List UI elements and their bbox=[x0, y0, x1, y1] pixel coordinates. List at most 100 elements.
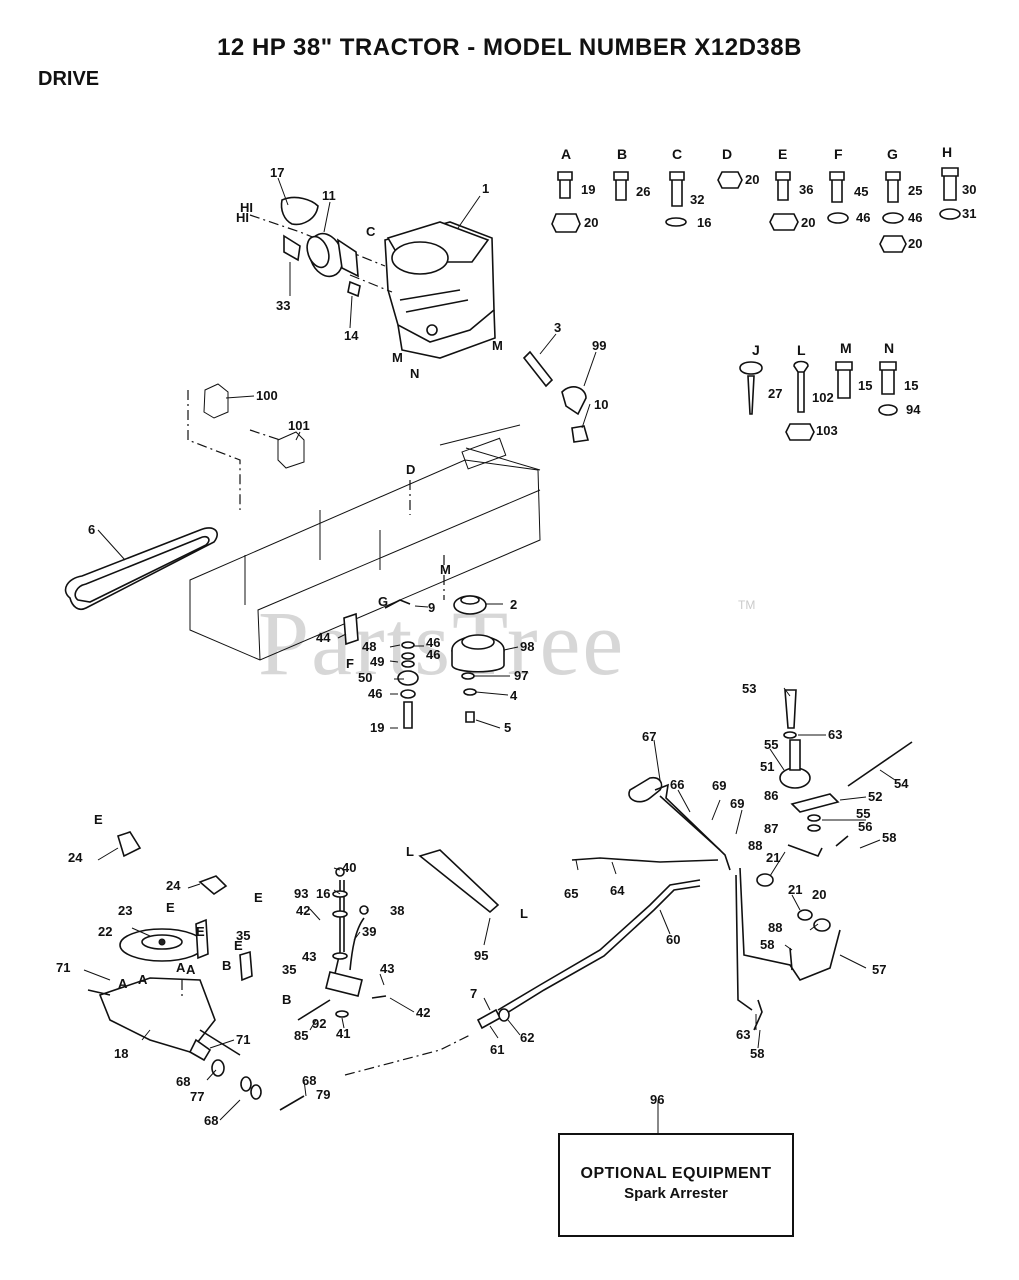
callout: 16 bbox=[316, 886, 330, 901]
hw-num: 15 bbox=[904, 378, 918, 393]
engine-pulley-assembly bbox=[280, 196, 361, 298]
ref-letter: D bbox=[406, 462, 415, 477]
callout: 46 bbox=[426, 635, 440, 650]
ref-letter: N bbox=[410, 366, 419, 381]
callout: 61 bbox=[490, 1042, 504, 1057]
callout: 17 bbox=[270, 165, 284, 180]
hardware-key bbox=[551, 167, 961, 441]
callout: 4 bbox=[510, 688, 518, 703]
callout: 71 bbox=[236, 1032, 250, 1047]
drive-belt bbox=[64, 527, 218, 611]
callout: 41 bbox=[336, 1026, 350, 1041]
callout: 96 bbox=[650, 1092, 664, 1107]
callout: 88 bbox=[768, 920, 782, 935]
hw-letter-j: J bbox=[752, 342, 760, 358]
callout: 43 bbox=[380, 961, 394, 976]
hw-num: 20 bbox=[908, 236, 922, 251]
hw-num: 36 bbox=[799, 182, 813, 197]
callout: 63 bbox=[828, 727, 842, 742]
ref-letter: HI bbox=[236, 210, 249, 225]
callout: 77 bbox=[190, 1089, 204, 1104]
optional-equipment-title: OPTIONAL EQUIPMENT bbox=[580, 1165, 772, 1182]
hw-num: 20 bbox=[584, 215, 598, 230]
callout: 10 bbox=[594, 397, 608, 412]
ref-letter: L bbox=[520, 906, 528, 921]
callout: 46 bbox=[426, 647, 440, 662]
hw-num: 20 bbox=[801, 215, 815, 230]
callout: 21 bbox=[788, 882, 802, 897]
ref-letter: E bbox=[234, 938, 243, 953]
hw-num: 102 bbox=[812, 390, 834, 405]
callout: 6 bbox=[88, 522, 95, 537]
callout: 56 bbox=[858, 819, 872, 834]
callout: 93 bbox=[294, 886, 308, 901]
callout: 35 bbox=[236, 928, 250, 943]
callout: 11 bbox=[322, 188, 336, 203]
brake-rod bbox=[344, 849, 701, 1076]
hw-num: 20 bbox=[745, 172, 759, 187]
callout: 68 bbox=[204, 1113, 218, 1128]
callout: 5 bbox=[504, 720, 511, 735]
shift-linkage bbox=[571, 689, 913, 1031]
ref-letter: HI bbox=[240, 200, 253, 215]
hw-letter-b: B bbox=[617, 146, 627, 162]
callout: 52 bbox=[868, 789, 882, 804]
optional-equipment-box: OPTIONAL EQUIPMENT Spark Arrester bbox=[558, 1133, 794, 1237]
hw-num: 31 bbox=[962, 206, 976, 221]
transaxle bbox=[87, 831, 305, 1111]
hw-num: 27 bbox=[768, 386, 782, 401]
hw-letter-a: A bbox=[561, 146, 571, 162]
ref-letter: E bbox=[254, 890, 263, 905]
callout: 101 bbox=[288, 418, 310, 433]
ref-letter: E bbox=[94, 812, 103, 827]
callout: 55 bbox=[764, 737, 778, 752]
callout: 24 bbox=[166, 878, 181, 893]
callout: 42 bbox=[416, 1005, 430, 1020]
ref-letter: A bbox=[138, 972, 148, 987]
hw-num: 46 bbox=[908, 210, 922, 225]
callout: 92 bbox=[312, 1016, 326, 1031]
callout: 55 bbox=[856, 806, 870, 821]
callout: 39 bbox=[362, 924, 376, 939]
hw-num: 15 bbox=[858, 378, 872, 393]
hw-num: 45 bbox=[854, 184, 868, 199]
ref-letter: A bbox=[118, 976, 128, 991]
callout: 64 bbox=[610, 883, 625, 898]
control-arm bbox=[297, 867, 387, 1021]
callout: 21 bbox=[766, 850, 780, 865]
callout: 69 bbox=[712, 778, 726, 793]
ref-letter: E bbox=[196, 924, 205, 939]
ref-letter: M bbox=[492, 338, 503, 353]
hw-num: 32 bbox=[690, 192, 704, 207]
callout: 95 bbox=[474, 948, 488, 963]
callout: 67 bbox=[642, 729, 656, 744]
callout: 58 bbox=[882, 830, 896, 845]
callout: 68 bbox=[176, 1074, 190, 1089]
dipstick-tube bbox=[522, 350, 590, 443]
callout: 42 bbox=[296, 903, 310, 918]
hw-letter-g: G bbox=[887, 146, 898, 162]
callout: 24 bbox=[68, 850, 83, 865]
callout: 100 bbox=[256, 388, 278, 403]
callout: 58 bbox=[750, 1046, 764, 1061]
callout: 66 bbox=[670, 777, 684, 792]
callout: 99 bbox=[592, 338, 606, 353]
ref-letter: B bbox=[282, 992, 291, 1007]
ref-letter: A bbox=[186, 962, 196, 977]
hw-letter-e: E bbox=[778, 146, 787, 162]
hw-num: 25 bbox=[908, 183, 922, 198]
hw-num: 30 bbox=[962, 182, 976, 197]
leader-lines bbox=[83, 177, 896, 1133]
callout: 62 bbox=[520, 1030, 534, 1045]
callout: 51 bbox=[760, 759, 774, 774]
callout: 57 bbox=[872, 962, 886, 977]
ref-letter: M bbox=[392, 350, 403, 365]
callout: 43 bbox=[302, 949, 316, 964]
callout: 20 bbox=[812, 887, 826, 902]
ref-letter: B bbox=[222, 958, 231, 973]
callout: 86 bbox=[764, 788, 778, 803]
section-title: DRIVE bbox=[38, 68, 100, 90]
ref-letter: E bbox=[166, 900, 175, 915]
callout: 9 bbox=[428, 600, 435, 615]
